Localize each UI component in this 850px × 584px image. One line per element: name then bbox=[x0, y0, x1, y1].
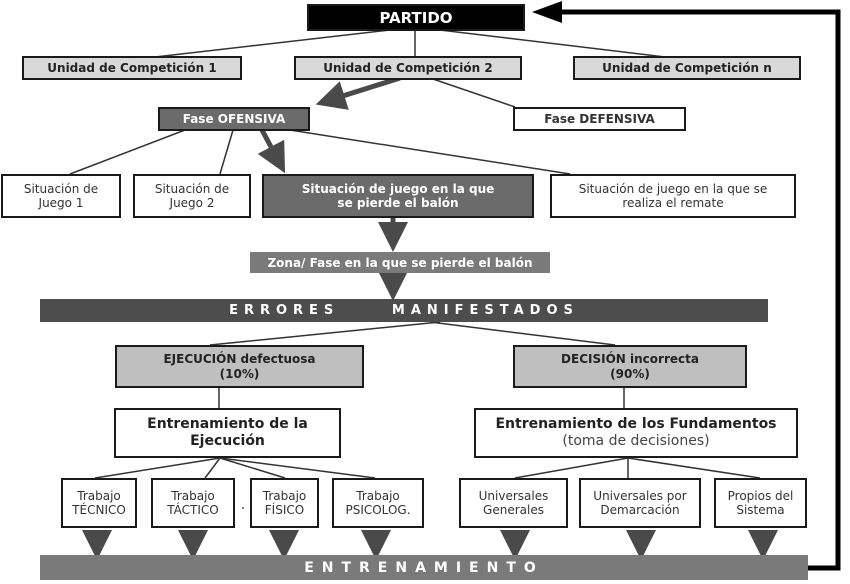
unit-label: Unidad de Competición n bbox=[602, 60, 772, 75]
error-type-line1: DECISIÓN incorrecta bbox=[561, 352, 699, 367]
work-line2: FÍSICO bbox=[264, 503, 305, 517]
line-root-unit1 bbox=[154, 29, 391, 58]
work-technical: Trabajo TÉCNICO bbox=[61, 478, 137, 528]
line-off-sit2 bbox=[219, 129, 234, 175]
situation-line2: Juego 1 bbox=[38, 196, 84, 210]
fund-line1: Propios del bbox=[727, 488, 794, 503]
zone-bar: Zona/ Fase en la que se pierde el balón bbox=[250, 252, 550, 273]
work-line2: TÁCTICO bbox=[167, 503, 219, 517]
unit-label: Unidad de Competición 1 bbox=[47, 60, 217, 75]
defensive-phase: Fase DEFENSIVA bbox=[513, 107, 686, 131]
line-tf-ps bbox=[627, 457, 761, 479]
phase-label: Fase OFENSIVA bbox=[182, 111, 286, 126]
training-line1: Entrenamiento de los Fundamentos bbox=[495, 416, 777, 433]
error-decision: DECISIÓN incorrecta (90%) bbox=[513, 345, 747, 388]
error-execution: EJECUCIÓN defectuosa (10%) bbox=[115, 345, 364, 388]
root-label: PARTIDO bbox=[379, 8, 453, 27]
arrow-offensive-loss bbox=[257, 128, 286, 174]
fund-line1: Universales por bbox=[593, 488, 687, 503]
situation-ball-lost: Situación de juego en la que se pierde e… bbox=[262, 174, 534, 218]
feedback-loop-line bbox=[560, 9, 841, 571]
line-errors-dec bbox=[429, 321, 616, 346]
situation-line1: Situación de juego en la que se bbox=[578, 181, 768, 196]
line-off-sit1 bbox=[69, 129, 186, 175]
training-execution: Entrenamiento de la Ejecución bbox=[114, 408, 341, 458]
offensive-phase: Fase OFENSIVA bbox=[158, 107, 310, 131]
stray-dot bbox=[242, 507, 244, 509]
root-partido: PARTIDO bbox=[307, 4, 525, 31]
line-off-sit4 bbox=[289, 129, 571, 175]
errors-label: ERRORES MANIFESTADOS bbox=[229, 303, 579, 318]
training-bar: ENTRENAMIENTO bbox=[40, 555, 808, 580]
work-physical: Trabajo FÍSICO bbox=[250, 478, 319, 528]
error-type-percent: (10%) bbox=[219, 366, 260, 381]
competition-unit-1: Unidad de Competición 1 bbox=[22, 56, 242, 80]
arrow-unit2-offensive bbox=[315, 75, 401, 110]
work-line1: Trabajo bbox=[262, 488, 307, 503]
fund-line2: Generales bbox=[483, 503, 544, 517]
training-bar-label: ENTRENAMIENTO bbox=[304, 559, 544, 576]
zone-label: Zona/ Fase en la que se pierde el balón bbox=[267, 255, 533, 270]
fund-universal-general: Universales Generales bbox=[459, 478, 568, 528]
competition-unit-n: Unidad de Competición n bbox=[573, 56, 801, 80]
work-tactical: Trabajo TÁCTICO bbox=[151, 478, 235, 528]
training-line2: Ejecución bbox=[190, 433, 265, 449]
training-line2: (toma de decisiones) bbox=[562, 433, 710, 449]
fund-line2: Sistema bbox=[736, 503, 785, 517]
situation-line1: Situación de juego en la que bbox=[301, 181, 495, 196]
situation-line2: realiza el remate bbox=[622, 196, 724, 210]
situation-line2: Juego 2 bbox=[169, 196, 215, 210]
situation-line2: se pierde el balón bbox=[337, 196, 459, 210]
line-root-unitn bbox=[439, 29, 666, 58]
work-line2: PSICOLOG. bbox=[345, 503, 411, 517]
errors-bar: ERRORES MANIFESTADOS bbox=[40, 299, 768, 322]
phase-label: Fase DEFENSIVA bbox=[544, 111, 655, 126]
line-errors-exec bbox=[209, 321, 441, 346]
work-line1: Trabajo bbox=[171, 488, 215, 503]
fund-line2: Demarcación bbox=[600, 503, 680, 517]
situation-line1: Situación de bbox=[154, 181, 230, 196]
competition-unit-2: Unidad de Competición 2 bbox=[294, 56, 522, 80]
training-fundamentals: Entrenamiento de los Fundamentos (toma d… bbox=[474, 408, 798, 458]
fund-system: Propios del Sistema bbox=[714, 478, 807, 528]
situation-shot: Situación de juego en la que se realiza … bbox=[550, 174, 796, 218]
error-type-percent: (90%) bbox=[610, 366, 650, 381]
fund-line1: Universales bbox=[478, 488, 549, 503]
line-unit2-defensive bbox=[429, 77, 516, 108]
line-tf-ug bbox=[514, 457, 629, 479]
line-te-tecnico bbox=[94, 457, 221, 479]
feedback-arrowhead bbox=[532, 1, 562, 23]
work-psychological: Trabajo PSICOLOG. bbox=[332, 478, 424, 528]
line-te-psicolog bbox=[219, 457, 376, 479]
unit-label: Unidad de Competición 2 bbox=[323, 60, 493, 75]
error-type-line1: EJECUCIÓN defectuosa bbox=[163, 352, 316, 367]
work-line1: Trabajo bbox=[77, 488, 121, 503]
situation-2: Situación de Juego 2 bbox=[133, 174, 251, 218]
situation-1: Situación de Juego 1 bbox=[1, 174, 121, 218]
work-line2: TÉCNICO bbox=[72, 503, 126, 517]
line-te-fisico bbox=[219, 457, 286, 479]
fund-universal-position: Universales por Demarcación bbox=[579, 478, 701, 528]
situation-line1: Situación de bbox=[23, 181, 99, 196]
line-te-tactico bbox=[204, 457, 221, 479]
work-line1: Trabajo bbox=[356, 488, 400, 503]
training-line1: Entrenamiento de la bbox=[147, 416, 308, 433]
